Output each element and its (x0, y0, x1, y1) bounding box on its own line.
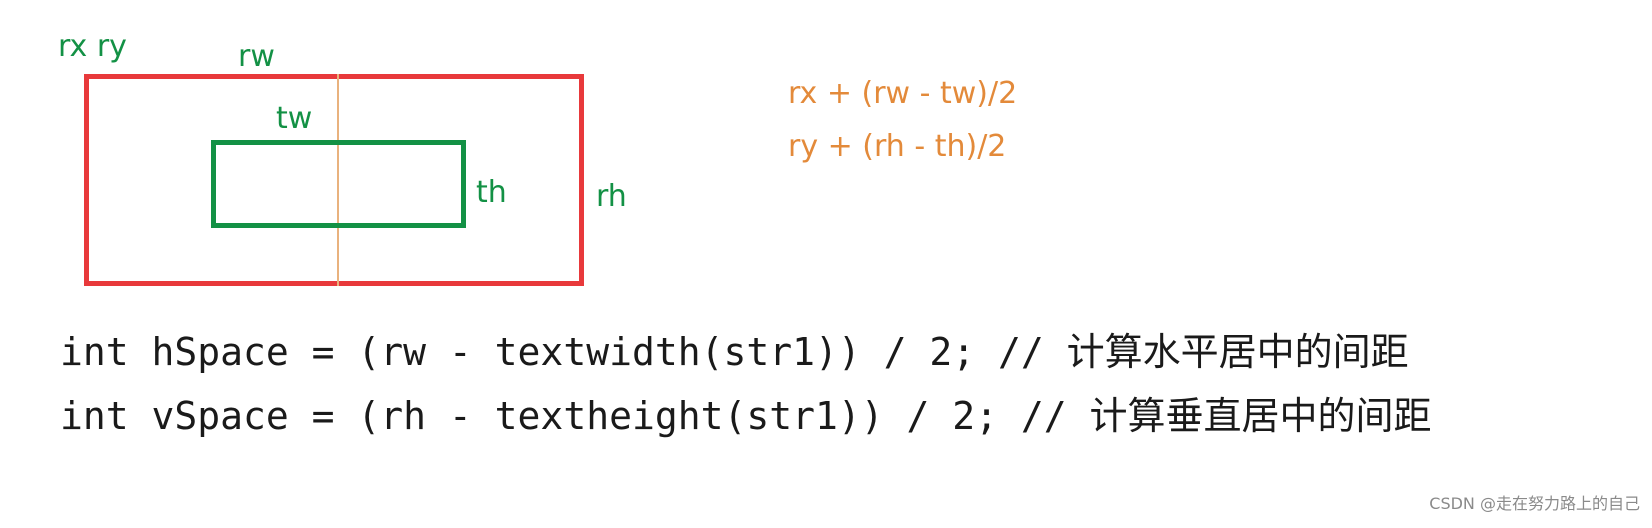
code-line-hspace: int hSpace = (rw - textwidth(str1)) / 2;… (60, 330, 1409, 374)
formula-x: rx + (rw - tw)/2 (788, 76, 1018, 111)
watermark: CSDN @走在努力路上的自己 (1429, 494, 1640, 513)
label-rh: rh (596, 179, 627, 214)
outer-rectangle (84, 74, 584, 286)
code-line-vspace: int vSpace = (rh - textheight(str1)) / 2… (60, 394, 1432, 438)
label-tw: tw (276, 101, 313, 136)
label-rx-ry: rx ry (58, 29, 127, 64)
inner-rectangle (211, 140, 466, 228)
center-line (337, 74, 339, 286)
label-rw: rw (238, 39, 275, 74)
label-th: th (476, 175, 507, 210)
formula-y: ry + (rh - th)/2 (788, 129, 1007, 164)
